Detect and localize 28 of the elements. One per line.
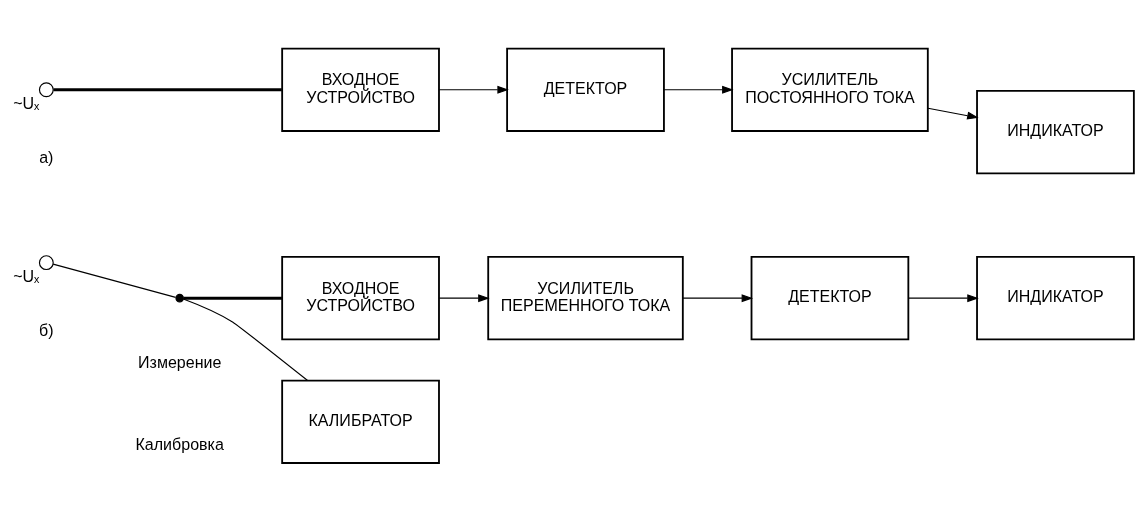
node-box: ВХОДНОЕ УСТРОЙСТВО: [281, 255, 440, 340]
label: Измерение: [138, 352, 222, 371]
label: б): [39, 320, 54, 339]
node-box: КАЛИБРАТОР: [281, 379, 440, 464]
node-circle: [38, 254, 54, 270]
node-circle: [175, 293, 184, 302]
arrow: [438, 85, 509, 94]
arrow: [438, 293, 490, 302]
connector: [53, 87, 282, 91]
label: а): [39, 147, 54, 166]
arrow: [663, 85, 734, 94]
connector: [182, 297, 309, 381]
node-box: УСИЛИТЕЛЬ ПЕРЕМЕННОГО ТОКА: [487, 255, 684, 340]
arrow: [682, 293, 754, 302]
node-circle: [38, 81, 54, 97]
node-box: ВХОДНОЕ УСТРОЙСТВО: [281, 47, 440, 132]
node-label: ~Uₓ: [13, 93, 40, 112]
node-box: УСИЛИТЕЛЬ ПОСТОЯННОГО ТОКА: [731, 47, 929, 132]
arrow: [907, 293, 979, 302]
node-box: ДЕТЕКТОР: [750, 255, 910, 340]
arrow: [927, 107, 979, 120]
node-box: ИНДИКАТОР: [976, 89, 1135, 174]
connector: [52, 263, 177, 298]
connector: [183, 296, 282, 300]
label: Калибровка: [135, 434, 224, 453]
node-box: ИНДИКАТОР: [976, 255, 1135, 340]
node-label: ~Uₓ: [13, 266, 40, 285]
node-box: ДЕТЕКТОР: [506, 47, 665, 132]
